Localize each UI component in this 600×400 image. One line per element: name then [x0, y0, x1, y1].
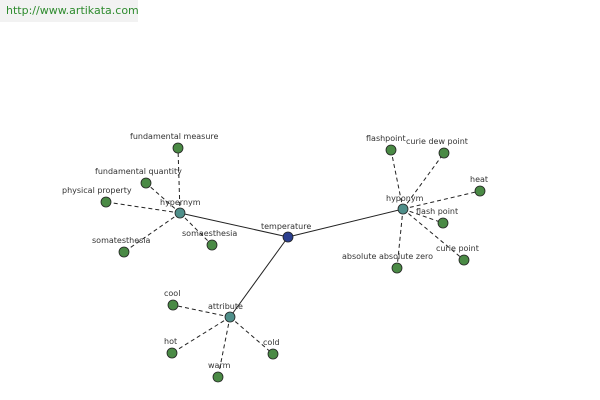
node-temperature[interactable] [282, 231, 294, 243]
hub-edges [179, 208, 404, 318]
edge-hypernym-fundamental-measure [177, 147, 181, 214]
edge-hypernym-somaesthesia [179, 212, 213, 246]
label-somaesthesia[interactable]: somaesthesia [182, 229, 237, 238]
label-hypernym[interactable]: hypernym [160, 198, 201, 207]
leaf-edges [105, 147, 481, 378]
node-attribute[interactable] [224, 311, 236, 323]
edge-attribute-cool [172, 304, 231, 318]
node-flash-point[interactable] [437, 217, 449, 229]
node-fundamental-quantity[interactable] [140, 177, 152, 189]
node-heat[interactable] [474, 185, 486, 197]
node-somatesthesia[interactable] [118, 246, 130, 258]
edge-temperature-attribute [229, 236, 289, 318]
node-absolute-zero[interactable] [391, 262, 403, 274]
label-warm[interactable]: warm [208, 361, 231, 370]
edge-hyponym-curie-dew-point [402, 152, 445, 210]
label-physical-property[interactable]: physical property [62, 186, 132, 195]
edge-hypernym-somatesthesia [123, 212, 181, 253]
nodes [100, 142, 486, 383]
node-flashpoint[interactable] [385, 144, 397, 156]
edge-attribute-cold [229, 316, 274, 355]
label-temperature[interactable]: temperature [261, 222, 311, 231]
edge-temperature-hyponym [287, 208, 404, 238]
node-warm[interactable] [212, 371, 224, 383]
node-curie-point[interactable] [458, 254, 470, 266]
label-curie-dew-point[interactable]: curie dew point [406, 137, 468, 146]
label-cold[interactable]: cold [263, 338, 280, 347]
url-bar: http://www.artikata.com [0, 0, 139, 22]
label-fundamental-quantity[interactable]: fundamental quantity [95, 167, 182, 176]
node-hyponym[interactable] [397, 203, 409, 215]
label-absolute-zero[interactable]: absolute absolute zero [342, 252, 433, 261]
label-flash-point[interactable]: flash point [416, 207, 458, 216]
edge-hypernym-fundamental-quantity [145, 182, 181, 214]
label-curie-point[interactable]: curie point [436, 244, 479, 253]
edge-hyponym-flash-point [402, 208, 444, 224]
edge-hyponym-curie-point [402, 208, 465, 261]
node-somaesthesia[interactable] [206, 239, 218, 251]
edge-hyponym-flashpoint [390, 149, 404, 210]
node-fundamental-measure[interactable] [172, 142, 184, 154]
node-curie-dew-point[interactable] [438, 147, 450, 159]
label-hot[interactable]: hot [164, 337, 177, 346]
edge-hyponym-absolute-zero [396, 208, 404, 269]
label-hyponym[interactable]: hyponym [386, 194, 424, 203]
node-cool[interactable] [167, 299, 179, 311]
node-hypernym[interactable] [174, 207, 186, 219]
site-url-link[interactable]: http://www.artikata.com [6, 4, 139, 17]
node-physical-property[interactable] [100, 196, 112, 208]
edge-attribute-warm [217, 316, 231, 378]
label-flashpoint[interactable]: flashpoint [366, 134, 406, 143]
node-cold[interactable] [267, 348, 279, 360]
labels: temperature hypernym hyponym attribute f… [62, 132, 488, 370]
edge-hyponym-heat [402, 190, 481, 210]
edge-attribute-hot [171, 316, 231, 354]
label-cool[interactable]: cool [164, 289, 180, 298]
edge-hypernym-physical-property [105, 201, 181, 214]
label-somatesthesia[interactable]: somatesthesia [92, 236, 151, 245]
label-fundamental-measure[interactable]: fundamental measure [130, 132, 218, 141]
edge-temperature-hypernym [179, 212, 289, 238]
label-attribute[interactable]: attribute [208, 302, 243, 311]
node-hot[interactable] [166, 347, 178, 359]
label-heat[interactable]: heat [470, 175, 488, 184]
